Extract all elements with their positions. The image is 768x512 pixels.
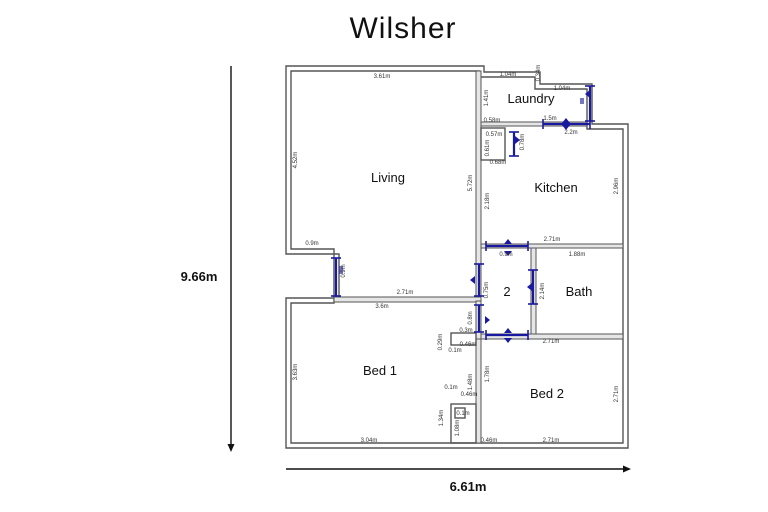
dim-label: 2.71m (544, 237, 561, 243)
dim-label: 0.9m (341, 264, 347, 277)
dim-label: 0.34m (536, 65, 542, 82)
dim-label: 0.1m (444, 385, 457, 391)
dim-label: 0.68m (490, 160, 507, 166)
plan-title: Wilsher (349, 12, 456, 45)
room-label-bed2: Bed 2 (530, 386, 564, 401)
overall-width-dimension (286, 465, 631, 473)
dim-label: 0.8m (468, 311, 474, 324)
vertical-dimension-labels: 4.52m 0.34m 1.41m 0.61m 0.78m 5.72m 2.18… (293, 65, 620, 437)
dim-label: 1.34m (439, 410, 445, 427)
dim-label: 1.04m (500, 72, 517, 78)
dim-label: 3.61m (374, 74, 391, 80)
dim-label: 1.08m (455, 420, 461, 437)
dim-label: 2.14m (540, 283, 546, 300)
dim-label: 1.41m (484, 90, 490, 107)
overall-height-label: 9.66m (181, 269, 218, 284)
dim-label: 0.58m (484, 118, 501, 124)
dim-label: 0.46m (461, 392, 478, 398)
dim-label: 3.6m (375, 304, 388, 310)
dim-label: 0.1m (448, 348, 461, 354)
dim-label: 1.78m (485, 366, 491, 383)
dim-label: 2.2m (564, 130, 577, 136)
room-label-living: Living (371, 170, 405, 185)
dim-label: 0.29m (438, 334, 444, 351)
dim-label: 2.96m (614, 178, 620, 195)
dim-label: 0.61m (485, 140, 491, 157)
dim-label: 3.63m (293, 364, 299, 381)
dim-label: 1.48m (468, 374, 474, 391)
dim-label: 5.72m (468, 175, 474, 192)
dim-label: 2.71m (543, 438, 560, 444)
dim-label: 0.57m (486, 132, 503, 138)
dim-label: 1.5m (543, 116, 556, 122)
dim-label: 0.78m (520, 134, 526, 151)
room-label-bath: Bath (566, 284, 593, 299)
dim-label: 0.46m (460, 342, 477, 348)
room-label-hall: 2 (503, 284, 510, 299)
dim-label: 0.9m (305, 241, 318, 247)
room-label-bed1: Bed 1 (363, 363, 397, 378)
dim-label: 2.71m (614, 386, 620, 403)
overall-width-label: 6.61m (450, 479, 487, 494)
dim-label: 2.18m (485, 193, 491, 210)
dim-label: 0.1m (456, 411, 469, 417)
dim-label: 0.75m (484, 282, 490, 299)
overall-height-dimension (227, 66, 235, 452)
dim-label: 0.46m (481, 438, 498, 444)
dim-label: 0.9m (499, 252, 512, 258)
dim-label: 1.04m (554, 86, 571, 92)
room-label-laundry: Laundry (508, 91, 555, 106)
dim-label: 4.52m (293, 152, 299, 169)
dim-label: 3.04m (361, 438, 378, 444)
dim-label: 2.71m (543, 339, 560, 345)
dim-label: 2.71m (397, 290, 414, 296)
dim-label: 0.3m (459, 328, 472, 334)
room-label-kitchen: Kitchen (534, 180, 577, 195)
door-swing-arrows (470, 90, 590, 343)
dimension-labels: 3.61m 1.04m 1.04m 0.58m 1.5m 0.57m 0.68m… (305, 72, 585, 444)
dim-label: 1.88m (569, 252, 586, 258)
interior-walls (333, 70, 624, 444)
